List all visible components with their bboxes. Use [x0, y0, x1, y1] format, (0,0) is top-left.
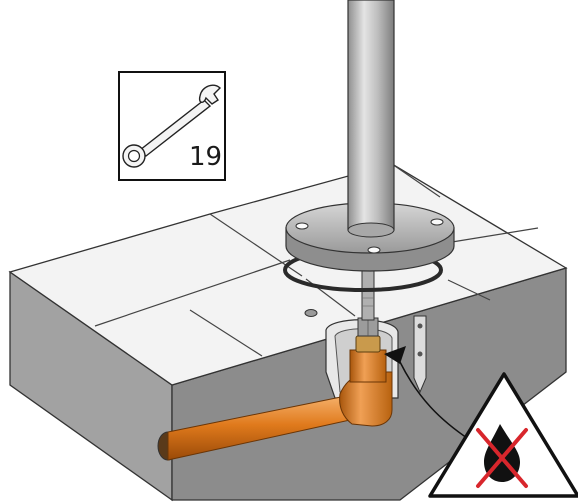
pointer-arrow — [384, 346, 471, 441]
wrench-size-label: 19 — [189, 142, 222, 172]
wrench-callout: 19 — [118, 71, 226, 181]
flange-bolt-hole — [430, 218, 444, 226]
no-lubricant-warning — [428, 372, 578, 498]
copper-supply-pipe — [157, 269, 393, 461]
flange-bolt-hole — [367, 246, 381, 254]
brass-fitting — [355, 335, 381, 353]
prohibition-cross-icon — [476, 428, 528, 488]
combination-wrench-icon — [122, 84, 221, 168]
flange-bolt-hole — [295, 222, 309, 230]
sensor-probe — [413, 315, 427, 394]
slab-plug — [304, 309, 318, 317]
pillar — [347, 0, 395, 238]
pipe-riser — [349, 349, 387, 383]
threaded-rod — [361, 269, 375, 321]
